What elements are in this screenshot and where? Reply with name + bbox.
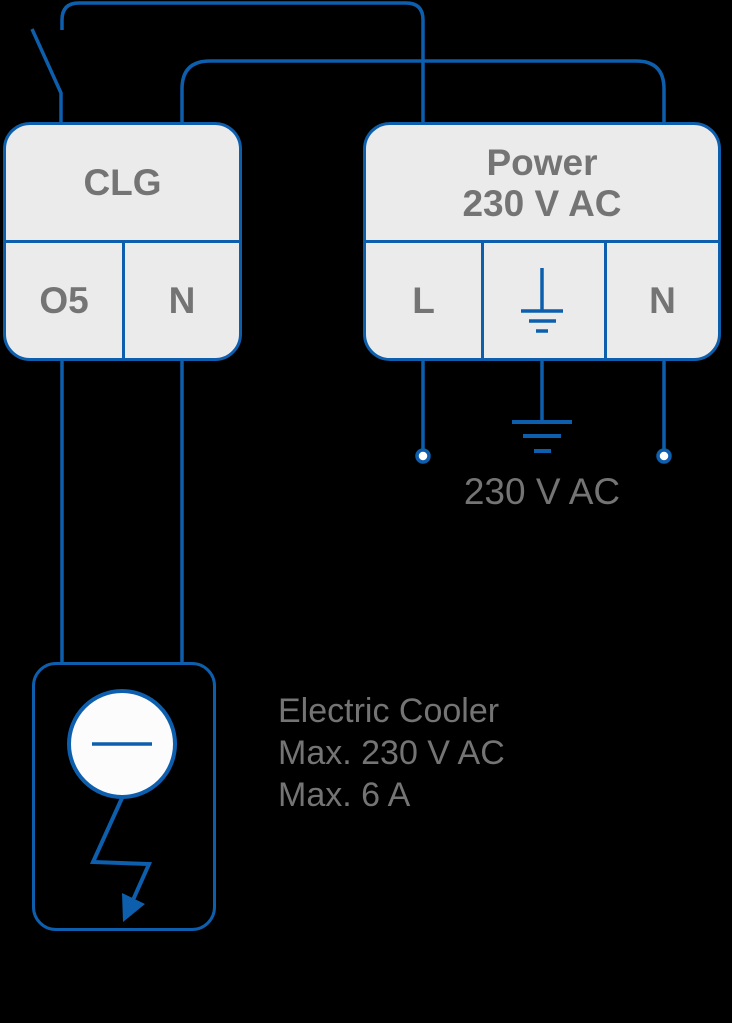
clg-terminal-n-label: N — [168, 279, 196, 321]
clg-module-title: CLG — [6, 125, 239, 243]
cooler-spec-line-3: Max. 6 A — [278, 776, 411, 814]
cooler-spec-line-2: Max. 230 V AC — [278, 734, 505, 772]
clg-module-box: CLG O5 N — [3, 122, 242, 361]
clg-title-text: CLG — [83, 162, 162, 203]
earth-ground-icon — [512, 420, 572, 453]
open-terminal-circle-icon — [656, 448, 672, 464]
cooler-spec-line-1: Electric Cooler — [278, 692, 500, 730]
clg-terminal-n: N — [122, 243, 239, 358]
clg-terminals-row: O5 N — [6, 243, 239, 358]
power-terminal-ground — [481, 243, 604, 358]
clg-terminal-o5: O5 — [6, 243, 122, 358]
power-terminal-n: N — [604, 243, 718, 358]
wire-clgn-to-powern — [180, 59, 666, 124]
power-module-box: Power 230 V AC L N — [363, 122, 721, 361]
power-terminals-row: L N — [366, 243, 718, 358]
cooler-spec-text: Electric Cooler Max. 230 V AC Max. 6 A — [278, 690, 505, 816]
cooler-load-box — [32, 662, 216, 931]
supply-voltage-label: 230 V AC — [463, 471, 621, 512]
power-terminal-l: L — [366, 243, 481, 358]
power-title-line1: Power — [486, 141, 598, 183]
power-module-title: Power 230 V AC — [366, 125, 718, 243]
open-switch-icon — [30, 28, 63, 124]
clg-terminal-o5-label: O5 — [39, 279, 89, 321]
power-terminal-n-label: N — [649, 279, 676, 321]
open-terminal-circle-icon — [415, 448, 431, 464]
wire-switch-to-l — [60, 1, 425, 124]
power-title-line2: 230 V AC — [462, 182, 622, 224]
power-terminal-l-label: L — [412, 279, 435, 321]
